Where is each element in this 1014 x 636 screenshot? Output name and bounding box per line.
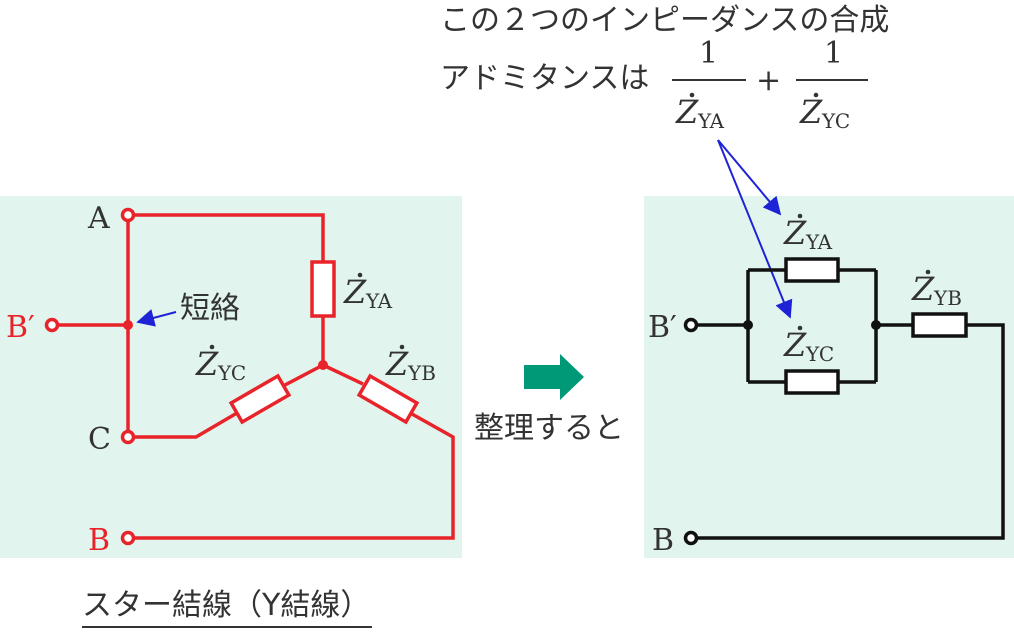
label-terminal-b-right: B <box>652 523 674 558</box>
fraction2-denominator: Z YC <box>799 92 850 133</box>
terminal-bprime-node <box>44 317 60 333</box>
wire-yb-to-b <box>696 323 1005 540</box>
resistor-yb <box>356 373 420 425</box>
label-terminal-a: A <box>87 201 110 236</box>
left-panel <box>0 196 462 558</box>
impedance-symbol: Z <box>911 270 935 308</box>
junction-center <box>318 360 328 370</box>
junction-left-rail <box>743 320 753 330</box>
dot-accent <box>209 344 215 350</box>
equivalent-terminals <box>683 317 699 546</box>
impedance-symbol: Z <box>385 345 409 383</box>
terminal-a-node <box>120 207 136 223</box>
label-impedance-yb-right: Z YB <box>911 269 962 310</box>
star-terminals <box>44 207 136 546</box>
resistor-yb-right <box>911 312 968 338</box>
fraction1-numerator: 1 <box>699 36 718 71</box>
terminal-c-node <box>120 429 136 445</box>
resistor-ya <box>310 260 336 318</box>
wire-a-to-ya <box>128 213 325 262</box>
dot-accent <box>357 272 363 278</box>
dot-accent <box>797 325 803 331</box>
fraction1-denominator: Z YA <box>675 92 725 133</box>
blue-arrow-to-yc <box>717 139 793 319</box>
impedance-subscript-yb: YB <box>933 286 962 310</box>
label-terminal-bprime: B′ <box>6 310 35 345</box>
terminal-b-node-right <box>683 530 699 546</box>
transition-label: 整理すると <box>474 411 624 446</box>
impedance-symbol: Z <box>783 214 807 252</box>
dot-accent <box>399 344 405 350</box>
fraction2-numerator: 1 <box>824 36 843 71</box>
terminal-b-node <box>120 530 136 546</box>
label-terminal-b: B <box>88 523 110 558</box>
bottom-caption: スター結線（Y結線） <box>82 588 370 623</box>
label-impedance-ya-right: Z YA <box>783 213 833 254</box>
label-impedance-yc-right: Z YC <box>783 325 834 366</box>
impedance-subscript-yc: YC <box>821 109 850 133</box>
dot-accent <box>925 269 931 275</box>
wire-yb-to-b <box>134 412 455 540</box>
impedance-symbol: Z <box>799 93 823 131</box>
blue-arrow-short <box>136 309 177 327</box>
dot-accent <box>689 92 695 98</box>
impedance-subscript-ya: YA <box>697 109 725 133</box>
green-arrow-icon <box>524 354 584 400</box>
label-short: 短絡 <box>180 291 240 326</box>
wire-yc-to-center <box>284 363 324 387</box>
impedance-subscript-ya: YA <box>805 230 833 254</box>
resistor-yc-right <box>784 369 840 395</box>
label-impedance-yc-left: Z YC <box>195 344 246 385</box>
impedance-subscript-ya: YA <box>365 289 393 313</box>
terminal-bprime-node-right <box>683 317 699 333</box>
impedance-subscript-yc: YC <box>805 342 834 366</box>
impedance-symbol: Z <box>783 326 807 364</box>
impedance-symbol: Z <box>343 273 367 311</box>
junction-short <box>123 320 133 330</box>
impedance-symbol: Z <box>675 93 699 131</box>
junction-right-rail <box>871 320 881 330</box>
dot-accent <box>797 213 803 219</box>
dot-accent <box>813 92 819 98</box>
wire-center-to-yb <box>322 363 364 386</box>
blue-arrow-to-ya <box>717 139 782 216</box>
caption-line1: この２つのインピーダンスの合成 <box>440 3 889 38</box>
resistor-yc <box>228 373 292 425</box>
caption-line2: アドミタンスは <box>440 61 649 96</box>
plus-sign: + <box>756 63 781 98</box>
impedance-subscript-yb: YB <box>407 361 436 385</box>
wire-c-to-yc <box>134 411 238 439</box>
label-terminal-c: C <box>88 422 111 457</box>
label-impedance-ya-left: Z YA <box>343 272 393 313</box>
impedance-symbol: Z <box>195 345 219 383</box>
resistor-ya-right <box>784 257 840 283</box>
label-impedance-yb-left: Z YB <box>385 344 436 385</box>
label-terminal-bprime-right: B′ <box>648 310 677 345</box>
impedance-subscript-yc: YC <box>217 361 246 385</box>
